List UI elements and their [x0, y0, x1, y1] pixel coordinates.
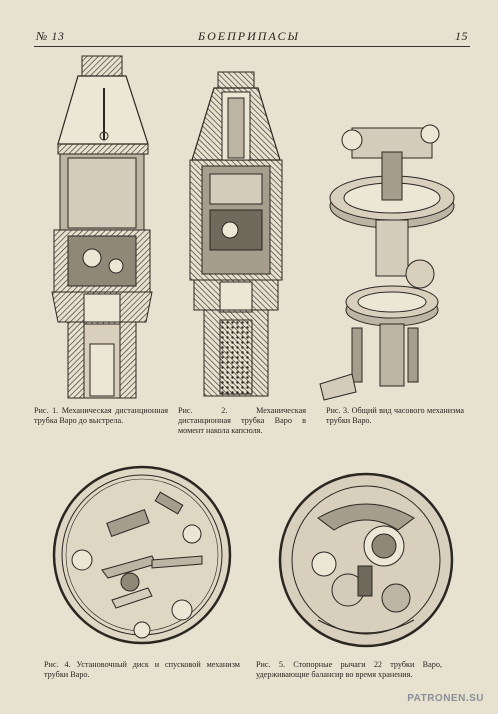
- watermark-logo: PATRONEN.SU: [407, 693, 484, 704]
- figure-1-fuze-before-firing: [51, 55, 153, 399]
- section-title: БОЕПРИПАСЫ: [198, 29, 300, 43]
- page-number: 15: [455, 29, 468, 43]
- figure-2-fuze-at-primer-strike: [189, 71, 283, 397]
- figure-5-locking-levers: [278, 472, 454, 648]
- figure-4-caption: Рис. 4. Установочный диск и спусковой ме…: [44, 660, 240, 679]
- figure-4-setting-disc-and-trigger: [52, 465, 232, 645]
- issue-number: № 13: [36, 29, 65, 43]
- figure-1-caption: Рис. 1. Механическая дистанционная трубк…: [34, 406, 168, 425]
- figure-3-clockwork-mechanism: [319, 124, 455, 401]
- header-rule: [34, 46, 470, 47]
- figure-5-caption: Рис. 5. Стопорные рычаги 22 трубки Варо,…: [256, 660, 442, 679]
- figure-3-caption: Рис. 3. Общий вид часового механизма тру…: [326, 406, 464, 425]
- figure-2-caption: Рис. 2. Механическая дистанционная трубк…: [178, 406, 306, 435]
